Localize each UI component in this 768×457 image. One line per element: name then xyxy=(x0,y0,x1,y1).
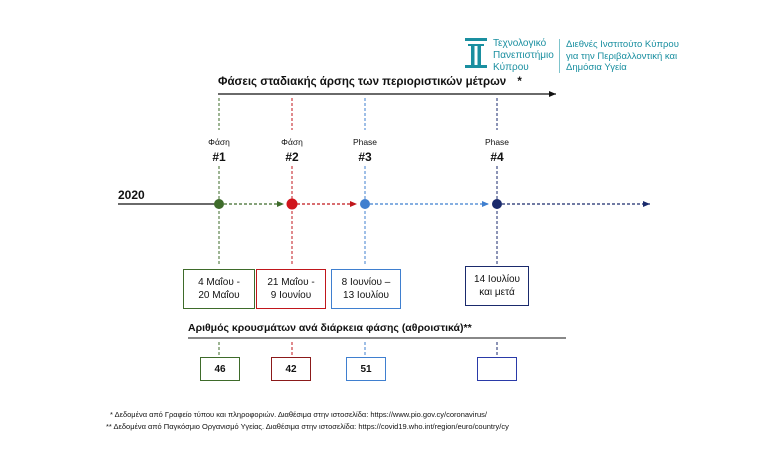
phase1-marker xyxy=(214,199,224,209)
phase4-number: #4 xyxy=(490,150,504,164)
page-title-marker: * xyxy=(517,76,522,88)
phase3-cases-value: 51 xyxy=(360,363,372,375)
institute-name-line2: για την Περιβαλλοντική και xyxy=(566,50,678,62)
phase1-label: Φάση xyxy=(208,137,230,147)
phase2-dates-start: 21 Μαΐου - xyxy=(267,277,315,288)
institute-name-line1: Διεθνές Ινστιτούτο Κύπρου xyxy=(566,39,679,50)
phase1-cases-box: 46 xyxy=(200,357,240,381)
cases-heading: Αριθμός κρουσμάτων ανά διάρκεια φάσης (α… xyxy=(188,322,472,334)
phase3-dates-end: 13 Ιουλίου xyxy=(343,290,389,301)
phase4-dates-start: 14 Ιουλίου xyxy=(474,274,520,285)
phase1-cases-value: 46 xyxy=(214,363,226,375)
phase2-dates-end: 9 Ιουνίου xyxy=(270,290,312,301)
page-title-text: Φάσεις σταδιακής άρσης των περιοριστικών… xyxy=(218,76,507,88)
phase1-number: #1 xyxy=(212,150,226,164)
phase4-label: Phase xyxy=(484,137,510,147)
phase1-dates-end: 20 Μαΐου xyxy=(198,290,240,301)
phase3-dates-start: 8 Ιουνίου – xyxy=(341,277,391,288)
institute-name-line3: Δημόσια Υγεία xyxy=(566,62,627,73)
page-title: Φάσεις σταδιακής άρσης των περιοριστικών… xyxy=(218,76,522,88)
phase3-dates-box: 8 Ιουνίου – 13 Ιουλίου xyxy=(331,269,401,309)
phase4-dates-box: 14 Ιουλίου και μετά xyxy=(465,266,529,306)
footnote-who: ** Δεδομένα από Παγκόσμιο Οργανισμό Υγεί… xyxy=(106,422,509,431)
university-logo-mark xyxy=(465,38,487,68)
phase4-marker xyxy=(492,199,502,209)
phase1-dates-box: 4 Μαΐου - 20 Μαΐου xyxy=(183,269,255,309)
phase3-label: Phase xyxy=(352,137,378,147)
phase2-label: Φάση xyxy=(281,137,303,147)
phase2-cases-box: 42 xyxy=(271,357,311,381)
phase2-dates-box: 21 Μαΐου - 9 Ιουνίου xyxy=(256,269,326,309)
year-label: 2020 xyxy=(118,188,145,202)
phase2-cases-value: 42 xyxy=(285,363,297,375)
university-name-line3: Κύπρου xyxy=(493,62,529,73)
phase4-dates-end: και μετά xyxy=(479,287,515,298)
footnote-press-office: * Δεδομένα από Γραφείο τύπου και πληροφο… xyxy=(110,410,487,419)
university-logo-icon xyxy=(465,38,487,68)
university-name-line2: Πανεπιστήμιο xyxy=(493,50,554,61)
phase1-dates-start: 4 Μαΐου - xyxy=(198,277,240,288)
phase4-cases-box xyxy=(477,357,517,381)
institute-name: Διεθνές Ινστιτούτο Κύπρου για την Περιβα… xyxy=(566,39,679,74)
phase3-cases-box: 51 xyxy=(346,357,386,381)
phase3-marker xyxy=(360,199,370,209)
logo-divider xyxy=(559,39,560,73)
university-name: Τεχνολογικό Πανεπιστήμιο Κύπρου xyxy=(493,38,554,74)
phase2-number: #2 xyxy=(285,150,299,164)
university-name-line1: Τεχνολογικό xyxy=(493,38,547,49)
phase3-number: #3 xyxy=(358,150,372,164)
phase2-marker xyxy=(286,198,298,210)
